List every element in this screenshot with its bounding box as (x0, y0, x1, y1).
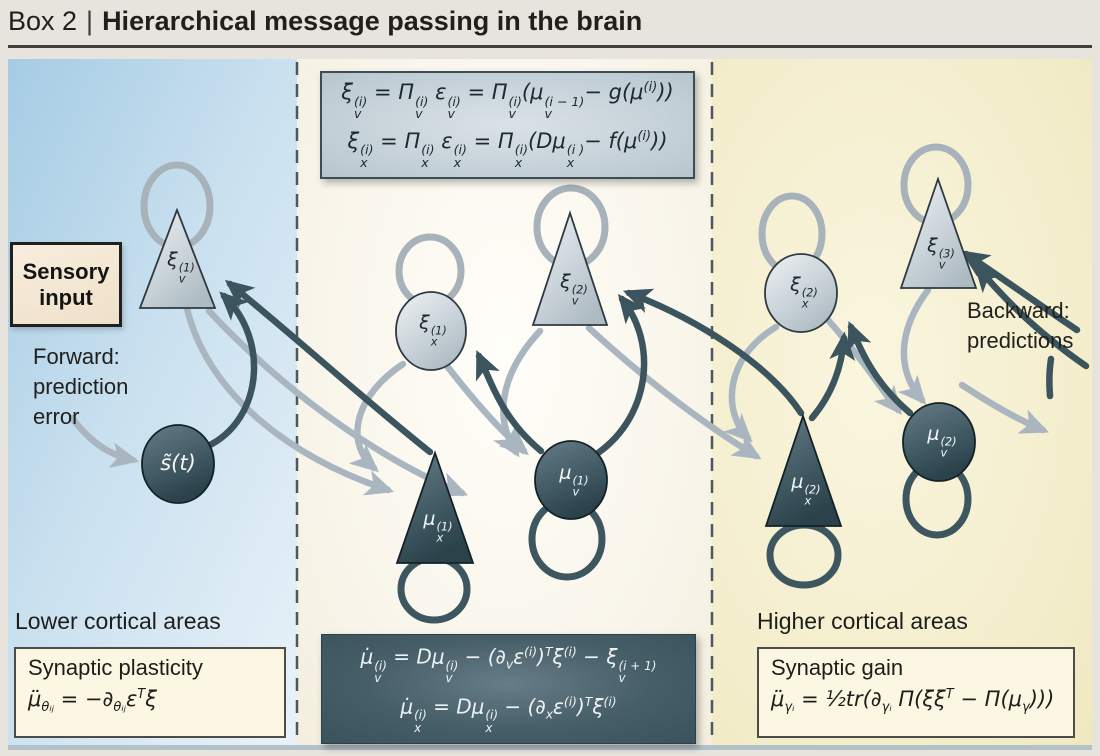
error-equation-x: ξ(i)x = Π(i)x ε(i)x = Π(i)x(Dμ(i )x− f(μ… (347, 128, 668, 170)
synaptic-gain-equation: μ̈γᵢ = ½tr(∂γᵢ Π(ξξT − Π(μγ))) (771, 687, 1055, 716)
synaptic-gain-box: Synaptic gain μ̈γᵢ = ½tr(∂γᵢ Π(ξξT − Π(μ… (757, 647, 1075, 738)
figure-title-separator: | (86, 6, 94, 36)
figure-title: Box 2 | Hierarchical message passing in th… (8, 6, 1092, 37)
forward-prediction-error-label: Forward: prediction error (33, 344, 129, 429)
synaptic-plasticity-equation: μ̈θᵢⱼ = −∂θᵢⱼεTξ (28, 687, 157, 716)
node-mu-x1-label: μ(1)x (423, 507, 453, 545)
synaptic-plasticity-title: Synaptic plasticity (28, 655, 203, 680)
sensory-input-box: Sensory input (10, 242, 122, 327)
node-xi-x2-label: ξ(2)x (790, 273, 818, 311)
node-mu-x2-label: μ(2)x (791, 470, 821, 508)
figure-title-prefix: Box 2 (8, 6, 78, 36)
higher-cortical-areas-label: Higher cortical areas (757, 608, 968, 634)
node-mu-v1-label: μ(1)v (559, 461, 589, 499)
synaptic-gain-title: Synaptic gain (771, 655, 904, 680)
lower-cortical-areas-label: Lower cortical areas (15, 608, 221, 634)
title-rule (8, 45, 1092, 48)
node-xi-v3-label: ξ(3)v (927, 234, 955, 272)
node-mu-v2-label: μ(2)v (927, 422, 957, 460)
error-equation-v: ξ(i)v = Π(i)v ε(i)v = Π(i)v(μ(i − 1)v− g… (341, 80, 674, 122)
node-xi-v2-label: ξ(2)v (560, 270, 588, 308)
node-xi-v1-label: ξ(1)v (167, 248, 195, 286)
node-xi-x1-label: ξ(1)x (419, 311, 447, 349)
node-s-tilde-label: s̃(t) (160, 451, 196, 475)
error-equations-box: ξ(i)v = Π(i)v ε(i)v = Π(i)v(μ(i − 1)v− g… (320, 71, 695, 179)
dynamics-equations-box: μ̇(i)v = Dμ(i)v − (∂vε(i))Tξ(i) − ξ(i + … (321, 634, 696, 744)
backward-predictions-label: Backward: predictions (967, 298, 1074, 353)
higher-cortical-panel (712, 59, 1092, 745)
dynamics-equation-v: μ̇(i)v = Dμ(i)v − (∂vε(i))Tξ(i) − ξ(i + … (360, 644, 657, 686)
diagram-bottom-edge (8, 745, 1092, 750)
dynamics-equation-x: μ̇(i)x = Dμ(i)x − (∂xε(i))Tξ(i) (400, 693, 617, 735)
synaptic-plasticity-box: Synaptic plasticity μ̈θᵢⱼ = −∂θᵢⱼεTξ (14, 647, 286, 738)
figure-title-text: Hierarchical message passing in the brai… (102, 6, 643, 36)
